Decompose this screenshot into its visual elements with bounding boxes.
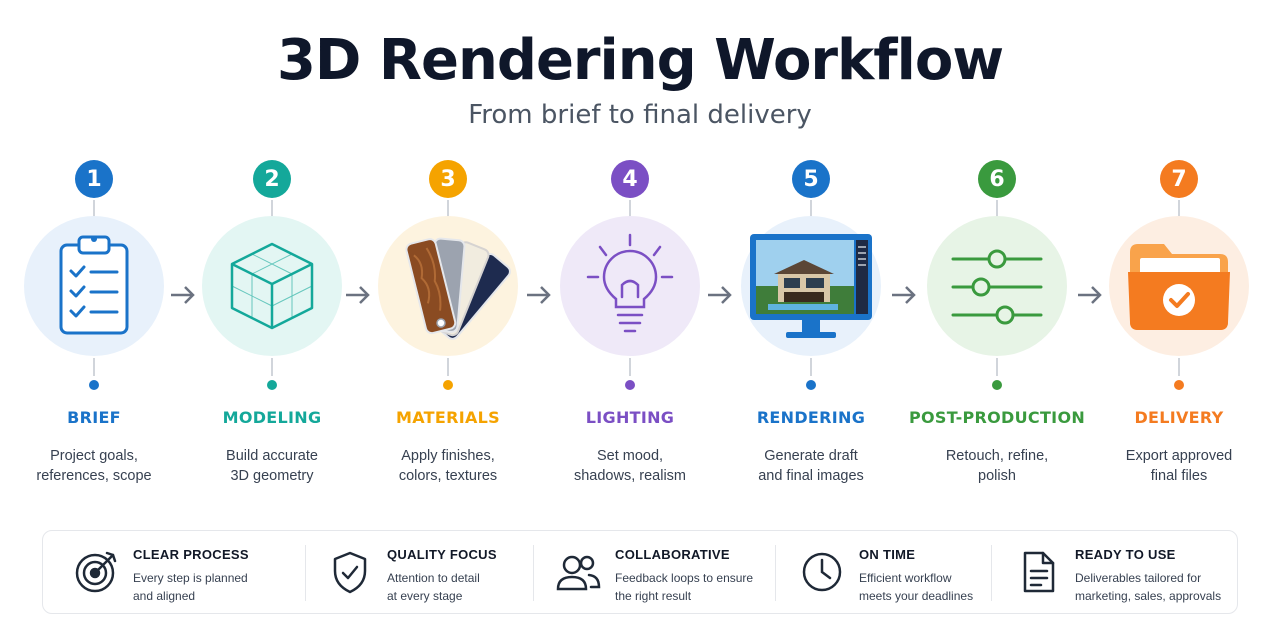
- step-description: Set mood,shadows, realism: [573, 448, 686, 484]
- arrow-right-icon: [346, 286, 370, 304]
- step-icon-circle: [1109, 216, 1249, 356]
- feature-title: QUALITY FOCUS: [387, 547, 497, 562]
- step-materials: 3 MATERIALS: [363, 160, 533, 500]
- folder-check-icon: [1128, 244, 1230, 330]
- step-description: Apply finishes,colors, textures: [398, 448, 498, 484]
- step-label: DELIVERY: [1134, 408, 1224, 427]
- step-label: MODELING: [222, 408, 322, 427]
- feature-title: ON TIME: [859, 547, 916, 562]
- step-number-badge: 6: [978, 160, 1016, 198]
- step-description: Retouch, refine,polish: [945, 448, 1049, 484]
- step-label: LIGHTING: [585, 408, 675, 427]
- step-number-badge: 5: [792, 160, 830, 198]
- step-description: Project goals,references, scope: [36, 448, 152, 484]
- feature-title: READY TO USE: [1075, 547, 1176, 562]
- sliders-icon: [951, 249, 1043, 325]
- target-icon: [75, 551, 117, 593]
- feature-title: CLEAR PROCESS: [133, 547, 249, 562]
- step-icon-circle: [741, 216, 881, 356]
- step-icon-circle: [560, 216, 700, 356]
- clipboard-checklist-icon: [59, 235, 129, 335]
- step-icon-circle: [378, 216, 518, 356]
- step-label: POST-PRODUCTION: [908, 408, 1086, 427]
- arrow-right-icon: [892, 286, 916, 304]
- step-icon-circle: [202, 216, 342, 356]
- page-subtitle: From brief to final delivery: [468, 100, 812, 130]
- step-label: BRIEF: [67, 408, 121, 427]
- step-icon-circle: [927, 216, 1067, 356]
- arrow-right-icon: [708, 286, 732, 304]
- arrow-right-icon: [171, 286, 195, 304]
- users-icon: [556, 555, 601, 591]
- page-title: 3D Rendering Workflow: [276, 28, 1004, 93]
- shield-check-icon: [333, 551, 367, 594]
- step-icon-circle: [24, 216, 164, 356]
- document-icon: [1023, 551, 1055, 593]
- step-brief: 1 BRIEF Project goals,references, scope: [9, 160, 179, 500]
- arrow-right-icon: [527, 286, 551, 304]
- step-number-badge: 1: [75, 160, 113, 198]
- step-post-production: 6 POST-PRODUCTION Retouch, refine,polish: [909, 160, 1085, 500]
- feature-title: COLLABORATIVE: [615, 547, 730, 562]
- step-label: RENDERING: [756, 408, 866, 427]
- step-number-badge: 3: [429, 160, 467, 198]
- arrow-right-icon: [1078, 286, 1102, 304]
- wireframe-cube-icon: [230, 242, 314, 330]
- step-number-badge: 7: [1160, 160, 1198, 198]
- clock-icon: [802, 552, 842, 592]
- monitor-render-icon: [750, 234, 872, 338]
- material-swatches-icon: [405, 237, 511, 340]
- step-lighting: 4 LIGHTING Set mood,shadows, realism: [545, 160, 715, 500]
- step-number-badge: 2: [253, 160, 291, 198]
- step-number-badge: 4: [611, 160, 649, 198]
- step-label: MATERIALS: [396, 408, 500, 427]
- lightbulb-icon: [586, 233, 674, 333]
